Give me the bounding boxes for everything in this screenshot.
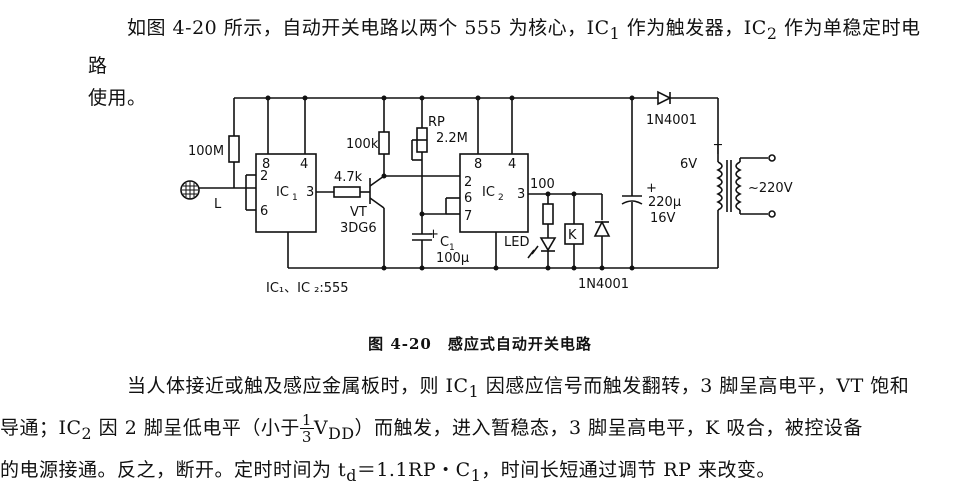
intro-text-4: 使用。 <box>88 86 147 109</box>
label-c1-sub: 1 <box>449 243 455 253</box>
figure-number: 图 4-20 <box>368 335 432 353</box>
body-sub-vdd: DD <box>328 423 355 443</box>
ic2-pin3: 3 <box>517 187 525 202</box>
intro-text-3: 作为单稳定时电路 <box>88 17 921 77</box>
body-text-5: ）而触发，进入暂稳态，3 脚呈高电平，K 吸合，被控设备 <box>354 416 863 439</box>
label-cap-voltage: 16V <box>650 211 676 226</box>
ic2-label-sub: 2 <box>498 193 504 203</box>
ic2-pin6: 6 <box>464 191 472 206</box>
label-mains: ~220V <box>748 181 793 196</box>
ic2-pin7: 7 <box>464 209 472 224</box>
plus-sign-220u: + <box>646 181 657 196</box>
body-text-3: 导通；IC <box>0 416 82 439</box>
intro-sub-2: 2 <box>766 23 778 43</box>
label-c1: C <box>440 235 449 250</box>
label-3dg6: 3DG6 <box>340 221 377 236</box>
ic2-pin8: 8 <box>474 157 482 172</box>
body-sub-4: 1 <box>470 465 482 485</box>
ic1-pin2: 2 <box>260 169 268 184</box>
body-text-7: ＝1.1RP・C <box>356 458 471 481</box>
ic1-pin8: 8 <box>262 157 270 172</box>
label-100m: 100M <box>188 144 224 159</box>
ic1-pin3: 3 <box>306 185 314 200</box>
body-paragraph: 当人体接近或触及感应金属板时，则 IC1 因感应信号而触发翻转，3 脚呈高电平，… <box>0 368 930 493</box>
label-rp: RP <box>428 115 445 130</box>
label-6v: 6V <box>680 157 697 172</box>
label-relay: K <box>568 228 577 243</box>
body-text-vdd: V <box>313 416 329 439</box>
label-transformer: T <box>713 143 722 158</box>
label-4-7k: 4.7k <box>334 170 363 185</box>
sensor-plate-icon <box>180 180 200 200</box>
ic2-pin4: 4 <box>508 157 516 172</box>
ic1-pin4: 4 <box>300 157 308 172</box>
intro-paragraph: 如图 4-20 所示，自动开关电路以两个 555 为核心，IC1 作为触发器，I… <box>88 12 930 114</box>
intro-text-1: 如图 4-20 所示，自动开关电路以两个 555 为核心，IC <box>127 17 610 39</box>
body-sub-3: d <box>346 465 357 485</box>
label-c1-value: 100μ <box>436 251 469 266</box>
label-diode-bottom: 1N4001 <box>578 277 629 292</box>
body-text-1: 当人体接近或触及感应金属板时，则 IC <box>127 375 469 397</box>
ic2-label: IC <box>482 185 495 200</box>
body-text-6: 的电源接通。反之，断开。定时时间为 t <box>0 458 347 481</box>
figure-caption: 图 4-20 感应式自动开关电路 <box>0 333 960 354</box>
intro-sub-1: 1 <box>609 23 621 43</box>
label-100: 100 <box>530 177 555 192</box>
ic2-pin2: 2 <box>464 175 472 190</box>
body-text-8: ，时间长短通过调节 RP 来改变。 <box>481 458 776 481</box>
label-vt: VT <box>350 205 367 220</box>
fraction-denominator: 3 <box>301 428 312 447</box>
body-sub-1: 1 <box>468 381 480 401</box>
body-sub-2: 2 <box>81 423 93 443</box>
fraction-numerator: 1 <box>299 411 314 430</box>
label-100k: 100k <box>346 137 379 152</box>
label-ic-types: IC₁、IC ₂:555 <box>266 281 349 296</box>
label-rp-value: 2.2M <box>436 131 468 146</box>
label-diode-top: 1N4001 <box>646 113 697 128</box>
ic1-label: IC <box>276 185 289 200</box>
label-led: LED <box>504 235 529 250</box>
body-text-2: 因感应信号而触发翻转，3 脚呈高电平，VT 饱和 <box>479 375 910 397</box>
ic1-pin6: 6 <box>260 204 268 219</box>
ic1-label-sub: 1 <box>292 193 298 203</box>
label-sensor: L <box>214 197 222 212</box>
circuit-diagram: 100M L 8 4 2 IC 1 3 6 4.7k VT 3DG6 100k … <box>180 90 793 296</box>
body-text-4: 因 2 脚呈低电平（小于 <box>92 416 300 439</box>
plus-sign-c1: + <box>428 227 439 242</box>
label-cap-value: 220μ <box>648 195 681 210</box>
figure-title: 感应式自动开关电路 <box>447 335 592 353</box>
intro-text-2: 作为触发器，IC <box>620 17 767 39</box>
